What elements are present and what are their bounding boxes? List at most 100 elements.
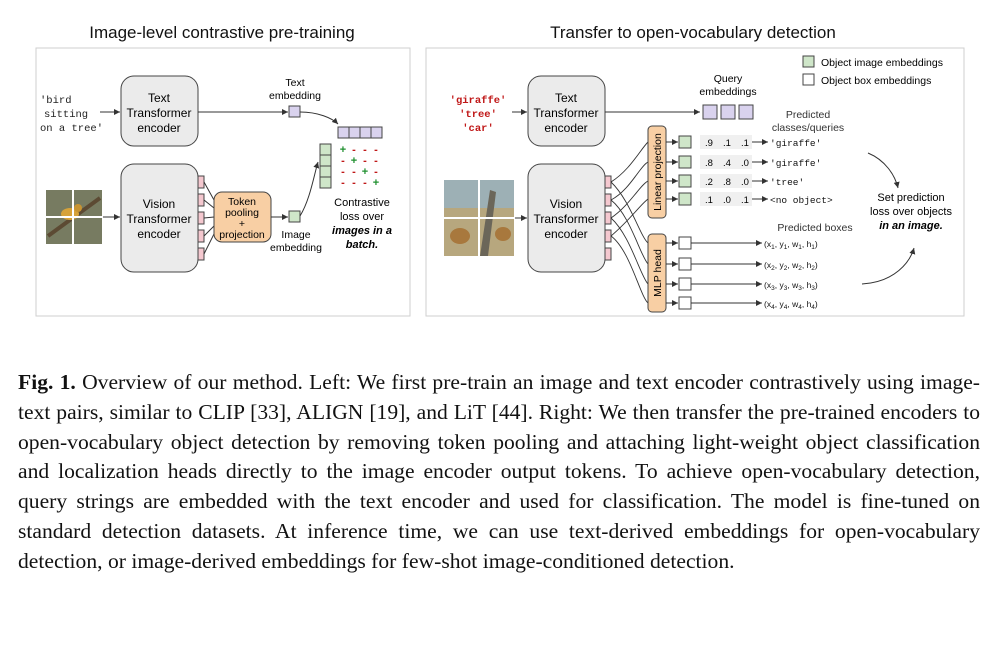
svg-text:projection: projection <box>219 229 265 241</box>
bird-image <box>46 190 102 244</box>
svg-text:encoder: encoder <box>544 227 587 241</box>
mlp-head: MLP head <box>647 233 667 313</box>
set-prediction-loss-label: Set prediction loss over objects in an i… <box>870 192 952 232</box>
svg-text:+: + <box>340 144 346 156</box>
svg-text:+: + <box>239 218 245 230</box>
svg-text:.1: .1 <box>741 195 749 206</box>
svg-text:'tree': 'tree' <box>770 177 804 188</box>
svg-text:-: - <box>352 177 356 189</box>
svg-text:.4: .4 <box>723 158 731 169</box>
left-vision-encoder: Vision Transformer encoder <box>120 163 205 273</box>
svg-text:-: - <box>363 177 367 189</box>
svg-text:loss over: loss over <box>340 211 384 223</box>
svg-text:+: + <box>351 155 357 167</box>
svg-text:batch.: batch. <box>346 239 378 251</box>
svg-text:.0: .0 <box>741 177 749 188</box>
right-vision-encoder: Vision Transformer encoder <box>527 163 612 273</box>
svg-text:loss over objects: loss over objects <box>870 206 952 218</box>
text-embedding-batch <box>337 126 383 139</box>
svg-text:encoder: encoder <box>137 121 180 135</box>
predicted-classes-label: Predicted <box>786 109 831 121</box>
svg-text:(x3, y3, w3, h3): (x3, y3, w3, h3) <box>764 280 818 292</box>
svg-text:classes/queries: classes/queries <box>772 122 844 134</box>
svg-text:Transformer: Transformer <box>534 106 599 120</box>
svg-text:Transformer: Transformer <box>534 212 599 226</box>
svg-text:.8: .8 <box>705 158 713 169</box>
contrastive-matrix: + - - - - + - - - - + - - - - + <box>340 144 379 189</box>
svg-text:images in a: images in a <box>332 225 392 237</box>
svg-text:embedding: embedding <box>269 90 321 102</box>
svg-text:Vision: Vision <box>550 197 582 211</box>
image-embedding-batch <box>319 143 332 189</box>
svg-text:Object image embeddings: Object image embeddings <box>821 57 943 69</box>
svg-text:'giraffe': 'giraffe' <box>770 158 821 169</box>
svg-text:<no object>: <no object> <box>770 195 833 206</box>
svg-text:embeddings: embeddings <box>699 86 756 98</box>
svg-text:pooling: pooling <box>225 207 259 219</box>
legend: Object image embeddings Object box embed… <box>802 55 943 87</box>
svg-text:'giraffe': 'giraffe' <box>770 138 821 149</box>
left-text-encoder: Text Transformer encoder <box>120 75 199 147</box>
svg-text:-: - <box>341 177 345 189</box>
figure-caption: Fig. 1. Overview of our method. Left: We… <box>18 368 980 577</box>
svg-text:-: - <box>352 144 356 156</box>
caption-text: Overview of our method. Left: We first p… <box>18 370 980 573</box>
svg-text:-: - <box>363 144 367 156</box>
svg-text:-: - <box>341 155 345 167</box>
svg-text:'car': 'car' <box>462 123 494 135</box>
svg-text:Transformer: Transformer <box>127 106 192 120</box>
svg-text:Linear projection: Linear projection <box>652 133 664 211</box>
svg-text:encoder: encoder <box>544 121 587 135</box>
svg-text:(x4, y4, w4, h4): (x4, y4, w4, h4) <box>764 299 818 311</box>
svg-text:-: - <box>363 155 367 167</box>
svg-text:.0: .0 <box>723 195 731 206</box>
right-panel-frame <box>425 47 965 317</box>
svg-text:'bird: 'bird <box>40 95 72 107</box>
left-panel-title: Image-level contrastive pre-training <box>89 23 355 42</box>
svg-text:+: + <box>362 166 368 178</box>
text-embedding-label: Text <box>285 77 304 89</box>
object-image-embeddings <box>666 135 692 206</box>
svg-text:Query: Query <box>714 73 743 85</box>
svg-text:'giraffe': 'giraffe' <box>450 95 507 107</box>
left-panel-frame <box>35 47 411 317</box>
svg-text:Transformer: Transformer <box>127 212 192 226</box>
svg-text:.2: .2 <box>705 177 713 188</box>
svg-text:.9: .9 <box>705 138 713 149</box>
svg-text:-: - <box>352 166 356 178</box>
right-panel-title: Transfer to open-vocabulary detection <box>550 23 836 42</box>
svg-text:.1: .1 <box>705 195 713 206</box>
image-embedding-label: Image <box>281 229 310 241</box>
image-embedding-cell <box>288 210 301 223</box>
svg-text:Text: Text <box>148 91 171 105</box>
svg-text:+: + <box>373 177 379 189</box>
svg-text:-: - <box>374 155 378 167</box>
svg-text:-: - <box>341 166 345 178</box>
svg-text:in an image.: in an image. <box>879 220 943 232</box>
svg-text:Token: Token <box>228 196 256 208</box>
object-box-embeddings <box>666 236 762 310</box>
svg-text:(x1, y1, w1, h1): (x1, y1, w1, h1) <box>764 239 818 251</box>
svg-text:sitting: sitting <box>44 109 88 121</box>
linear-projection: Linear projection <box>647 125 667 219</box>
giraffe-image <box>444 180 514 256</box>
svg-text:-: - <box>374 166 378 178</box>
token-pooling-box: Token pooling + projection <box>213 191 272 243</box>
predicted-classes: 'giraffe' 'giraffe' 'tree' <no object> <box>752 138 833 206</box>
caption-label: Fig. 1. <box>18 370 76 394</box>
svg-text:.1: .1 <box>723 138 731 149</box>
svg-text:'tree': 'tree' <box>459 109 497 121</box>
svg-text:embedding: embedding <box>270 242 322 254</box>
svg-text:Object box embeddings: Object box embeddings <box>821 75 931 87</box>
method-overview-figure: Image-level contrastive pre-training 'bi… <box>35 23 965 317</box>
left-text-input: 'bird sitting on a tree' <box>40 95 103 135</box>
score-table: .9 .1 .1 .8 .4 .0 .2 .8 .0 .1 .0 .1 <box>700 135 752 206</box>
text-embedding-cell <box>288 105 301 118</box>
predicted-boxes-label: Predicted boxes <box>777 222 852 234</box>
svg-text:encoder: encoder <box>137 227 180 241</box>
svg-text:Set prediction: Set prediction <box>877 192 944 204</box>
svg-text:on a tree': on a tree' <box>40 123 103 135</box>
svg-text:.0: .0 <box>741 158 749 169</box>
svg-text:Text: Text <box>555 91 578 105</box>
svg-text:.1: .1 <box>741 138 749 149</box>
